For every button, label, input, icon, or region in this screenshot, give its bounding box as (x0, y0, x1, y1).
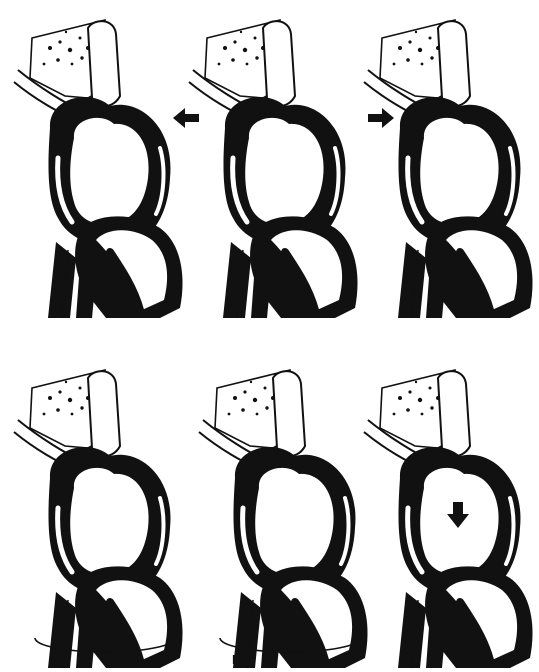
joint-illustration (199, 370, 368, 668)
arrow-right-icon (368, 108, 394, 128)
arrow-left-icon (173, 108, 199, 128)
panel-a: A (14, 20, 183, 319)
joint-illustration (364, 370, 533, 668)
joint-illustration (189, 20, 358, 318)
panel-label: C (405, 300, 415, 315)
panel-b: B (173, 20, 358, 318)
panel-c: C (364, 20, 533, 318)
panel-d: D (14, 370, 183, 668)
joint-illustration (14, 20, 183, 318)
panel-label: B (230, 300, 239, 315)
panel-f: F (364, 370, 533, 668)
joint-illustration (14, 370, 183, 668)
panel-label: D (52, 652, 61, 667)
panel-label: A (56, 304, 66, 319)
panel-label: E (232, 652, 241, 667)
joint-illustration (364, 20, 533, 318)
panel-label: F (410, 652, 418, 667)
panel-e: E (199, 370, 368, 668)
